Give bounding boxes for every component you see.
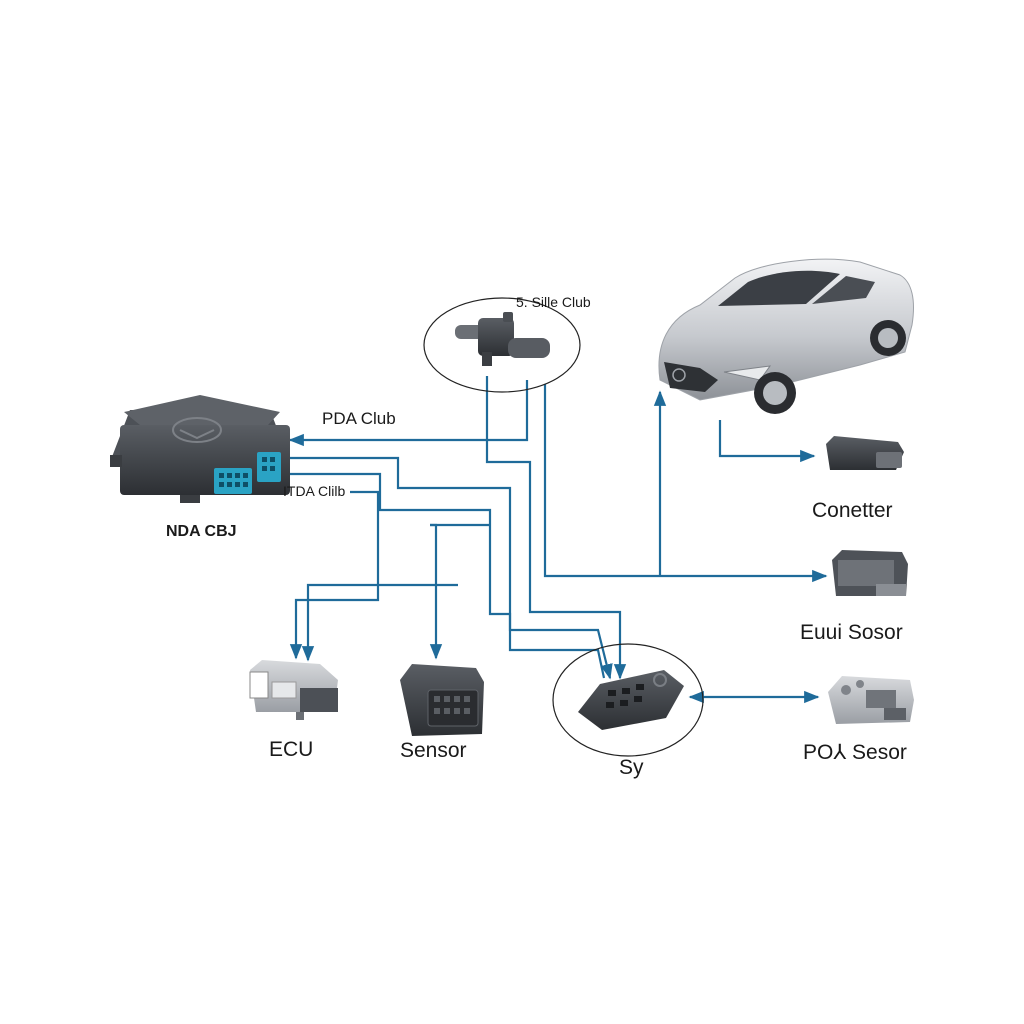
wire-solenoid-sy xyxy=(485,376,627,680)
wire-itda-ecu xyxy=(289,490,380,660)
wire-car-conetter xyxy=(718,420,816,463)
wire-solenoid-euui xyxy=(543,384,828,583)
pol-sesor-label: PO⅄ Sesor xyxy=(803,741,907,764)
itda-club-label: ITDA Clilb xyxy=(283,483,346,499)
sy-group xyxy=(552,643,704,757)
solenoid-label: 5. Sille Club xyxy=(516,294,591,310)
wire-ecu-2 xyxy=(301,583,458,662)
solenoid-group xyxy=(423,297,581,393)
module-box-icon xyxy=(110,395,290,503)
ecu-connector-icon xyxy=(249,660,338,720)
pol-sensor-icon xyxy=(828,676,914,724)
wire-sensor xyxy=(429,523,443,660)
sy-label: Sy xyxy=(619,756,644,779)
sensor-plug-icon xyxy=(400,664,484,736)
ecu-label: ECU xyxy=(269,738,314,761)
pda-club-label: PDA Club xyxy=(322,409,396,428)
wires xyxy=(288,376,828,704)
module-label: NDA CBJ xyxy=(166,523,237,540)
key-fob-icon xyxy=(578,670,684,730)
wire-module-ecu xyxy=(290,472,606,679)
solenoid-valve-icon xyxy=(455,312,550,366)
sensor-label: Sensor xyxy=(400,739,467,762)
sensor-box-icon xyxy=(832,550,908,596)
wire-pda-club xyxy=(288,380,529,447)
car-icon xyxy=(658,258,914,414)
conetter-label: Conetter xyxy=(812,499,893,522)
wire-module-sy xyxy=(290,456,613,680)
connector-icon xyxy=(826,436,904,470)
euui-sosor-label: Euui Sosor xyxy=(800,621,903,644)
